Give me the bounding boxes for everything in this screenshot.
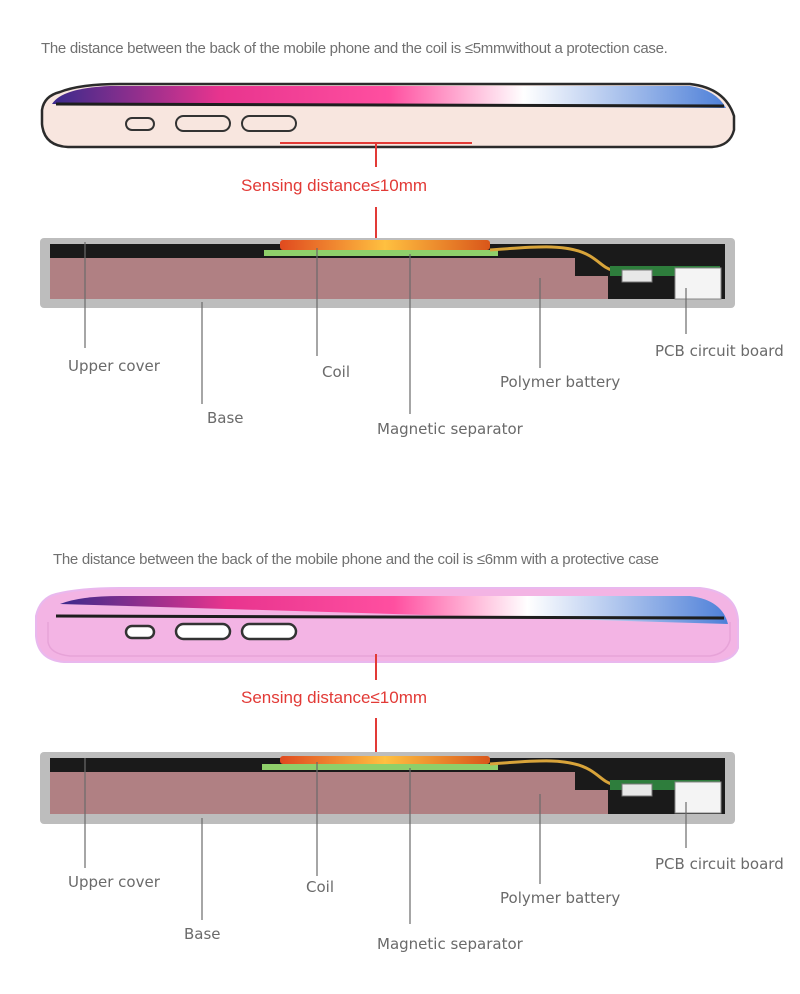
diagram-panel-with-case: The distance between the back of the mob… xyxy=(0,512,800,992)
panel-caption: The distance between the back of the mob… xyxy=(53,551,659,568)
charger-cross-section xyxy=(40,752,735,824)
label-polymer-battery: Polymer battery xyxy=(500,889,621,907)
charger-cross-section xyxy=(40,238,735,308)
label-upper-cover: Upper cover xyxy=(68,357,160,375)
phone-volume-button xyxy=(174,622,232,641)
label-magnetic-separator: Magnetic separator xyxy=(377,420,523,438)
label-base: Base xyxy=(184,925,221,943)
phone-volume-button xyxy=(241,115,297,132)
polymer-battery xyxy=(50,772,608,814)
label-coil: Coil xyxy=(306,878,334,896)
phone-side-view xyxy=(40,82,736,149)
leader-lines xyxy=(84,242,687,414)
panel-caption: The distance between the back of the mob… xyxy=(41,40,668,57)
sensing-distance-label: Sensing distance≤10mm xyxy=(241,688,428,707)
phone-side-button xyxy=(124,624,156,640)
diagram-illustration xyxy=(40,82,736,414)
label-pcb-circuit-board: PCB circuit board xyxy=(655,342,784,360)
pcb-board xyxy=(610,266,720,276)
label-pcb-circuit-board: PCB circuit board xyxy=(655,855,784,873)
leader-lines xyxy=(84,758,687,924)
coil xyxy=(280,240,490,250)
phone-volume-button xyxy=(240,622,298,641)
pcb-board xyxy=(610,780,720,790)
magnetic-separator xyxy=(262,764,498,770)
sensing-distance-label: Sensing distance≤10mm xyxy=(241,176,428,195)
label-polymer-battery: Polymer battery xyxy=(500,373,621,391)
label-magnetic-separator: Magnetic separator xyxy=(377,935,523,953)
label-upper-cover: Upper cover xyxy=(68,873,160,891)
polymer-battery xyxy=(50,258,608,299)
coil xyxy=(280,756,490,764)
phone-side-view xyxy=(47,596,731,657)
label-base: Base xyxy=(207,409,244,427)
diagram-illustration xyxy=(35,587,739,924)
phone-screen xyxy=(52,86,726,108)
magnetic-separator xyxy=(264,250,498,256)
label-coil: Coil xyxy=(322,363,350,381)
phone-volume-button xyxy=(175,115,231,132)
diagram-panel-no-case: The distance between the back of the mob… xyxy=(0,0,800,480)
phone-side-button xyxy=(125,117,155,131)
